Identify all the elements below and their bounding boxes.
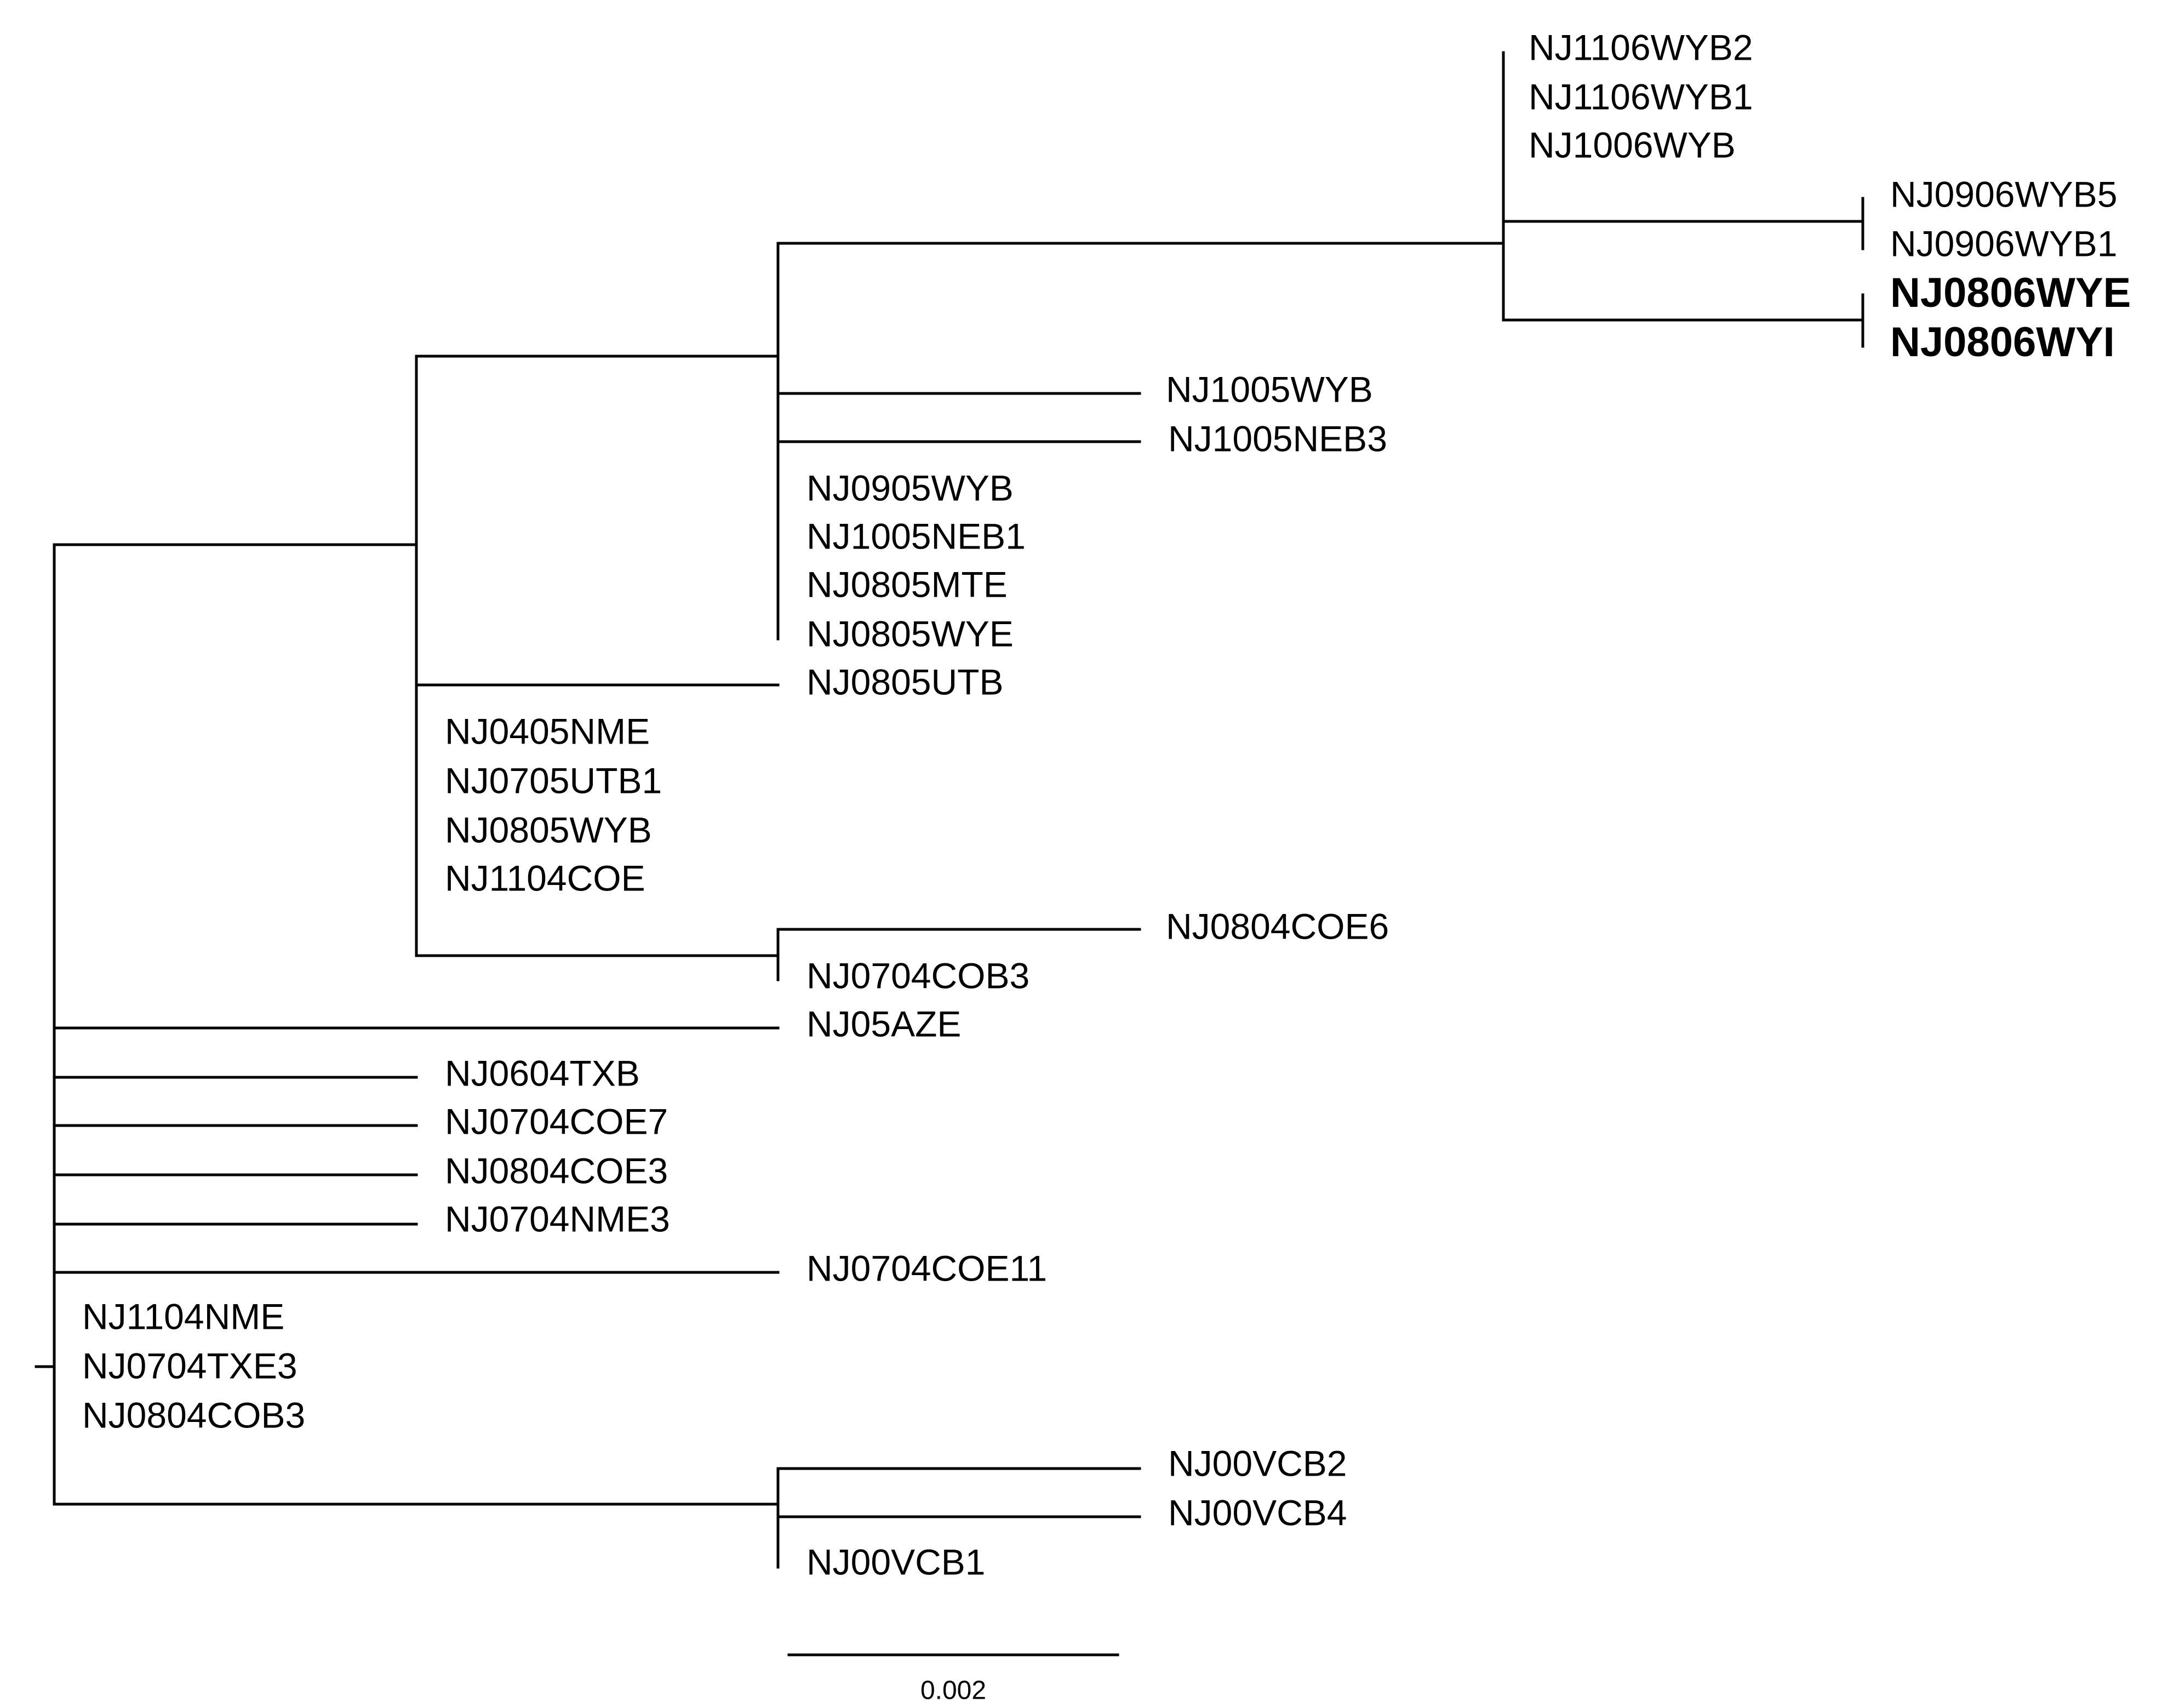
taxon-label-nj1005neb1: NJ1005NEB1 bbox=[806, 516, 1026, 556]
taxon-label-nj0705utb1: NJ0705UTB1 bbox=[445, 760, 662, 801]
taxon-label-nj0805mte: NJ0805MTE bbox=[806, 564, 1008, 604]
tree-branches bbox=[35, 51, 1864, 1569]
taxon-label-nj0806wyi: NJ0806WYI bbox=[1890, 319, 2115, 365]
taxon-label-nj0804coe3: NJ0804COE3 bbox=[445, 1150, 668, 1191]
taxon-label-nj1006wyb: NJ1006WYB bbox=[1529, 124, 1736, 165]
taxon-label-nj0906wyb5: NJ0906WYB5 bbox=[1890, 174, 2118, 214]
taxon-label-nj0804cob3: NJ0804COB3 bbox=[82, 1395, 305, 1435]
taxon-label-nj00vcb4: NJ00VCB4 bbox=[1168, 1492, 1347, 1533]
scale-bar: 0.002 bbox=[787, 1653, 1119, 1705]
taxon-label-nj0704coe11: NJ0704COE11 bbox=[806, 1248, 1047, 1288]
taxon-label-nj1005neb3: NJ1005NEB3 bbox=[1168, 418, 1387, 459]
taxon-label-nj0604txb: NJ0604TXB bbox=[445, 1053, 640, 1093]
taxon-label-nj0806wye: NJ0806WYE bbox=[1890, 270, 2131, 316]
taxon-label-nj00vcb1: NJ00VCB1 bbox=[806, 1541, 986, 1582]
taxon-label-nj0805wye: NJ0805WYE bbox=[806, 613, 1014, 654]
taxon-label-nj1106wyb2: NJ1106WYB2 bbox=[1529, 27, 1753, 67]
taxon-label-nj0405nme: NJ0405NME bbox=[445, 711, 650, 751]
taxon-label-nj0906wyb1: NJ0906WYB1 bbox=[1890, 223, 2118, 264]
taxon-label-nj0905wyb: NJ0905WYB bbox=[806, 467, 1014, 508]
taxon-label-nj05aze: NJ05AZE bbox=[806, 1003, 961, 1044]
taxon-label-nj1005wyb: NJ1005WYB bbox=[1166, 369, 1373, 409]
taxon-label-nj1106wyb1: NJ1106WYB1 bbox=[1529, 76, 1753, 117]
taxon-label-nj0805utb: NJ0805UTB bbox=[806, 661, 1004, 702]
taxon-label-nj0704txe3: NJ0704TXE3 bbox=[82, 1345, 298, 1386]
taxon-label-nj1104nme: NJ1104NME bbox=[82, 1296, 284, 1336]
taxon-label-nj1104coe: NJ1104COE bbox=[445, 858, 645, 898]
taxon-label-nj0704cob3: NJ0704COB3 bbox=[806, 955, 1029, 996]
taxon-label-nj0804coe6: NJ0804COE6 bbox=[1166, 906, 1389, 946]
taxon-label-nj0805wyb: NJ0805WYB bbox=[445, 809, 652, 850]
taxon-label-nj0704nme3: NJ0704NME3 bbox=[445, 1198, 670, 1239]
scale-bar-label: 0.002 bbox=[920, 1676, 986, 1705]
taxon-label-nj0704coe7: NJ0704COE7 bbox=[445, 1101, 668, 1141]
taxon-label-nj00vcb2: NJ00VCB2 bbox=[1168, 1443, 1347, 1483]
